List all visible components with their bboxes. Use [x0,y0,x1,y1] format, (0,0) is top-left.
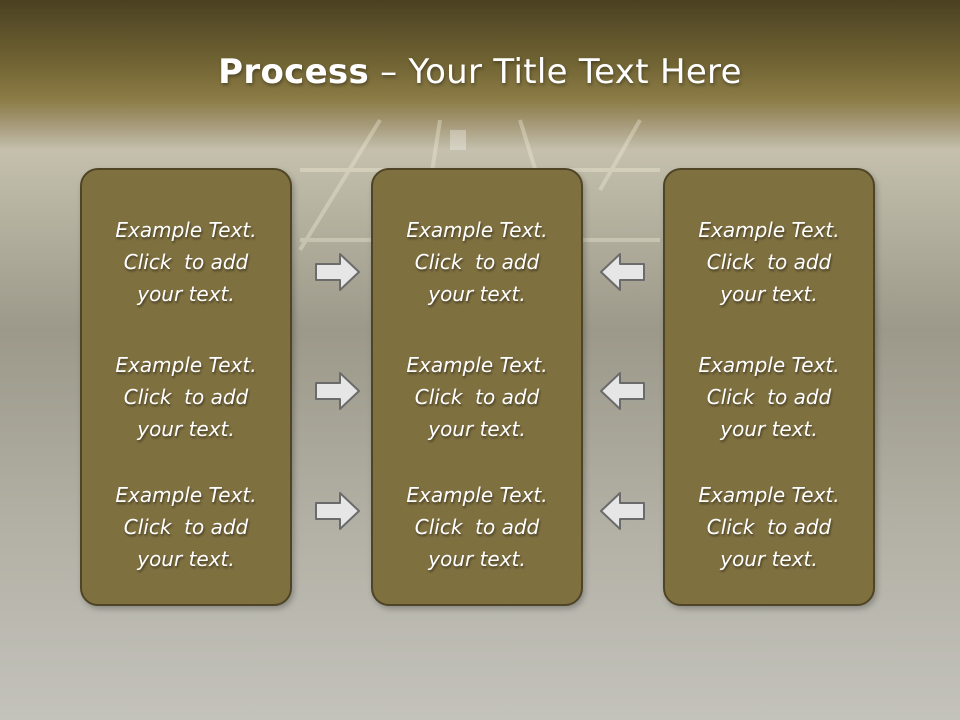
text-line: Example Text. [406,483,548,507]
text-line: Click to add [414,250,540,274]
text-line: Click to add [414,515,540,539]
text-line: Click to add [706,385,832,409]
text-item[interactable]: Example Text. Click to add your text. [82,214,290,310]
arrow-right-icon [315,372,360,410]
text-item[interactable]: Example Text. Click to add your text. [373,214,581,310]
text-line: your text. [720,547,818,571]
text-line: your text. [428,547,526,571]
title-bold: Process [218,52,370,92]
text-line: Example Text. [698,353,840,377]
text-line: your text. [137,282,235,306]
text-line: Click to add [123,515,249,539]
title-rest: – Your Title Text Here [369,52,742,92]
text-line: your text. [720,417,818,441]
text-item[interactable]: Example Text. Click to add your text. [665,214,873,310]
process-box-left[interactable]: Example Text. Click to add your text. Exam… [80,168,292,606]
process-box-right[interactable]: Example Text. Click to add your text. Exam… [663,168,875,606]
text-line: your text. [137,547,235,571]
text-item[interactable]: Example Text. Click to add your text. [665,479,873,575]
process-box-center[interactable]: Example Text. Click to add your text. Exam… [371,168,583,606]
text-line: Click to add [123,250,249,274]
text-item[interactable]: Example Text. Click to add your text. [373,349,581,445]
text-line: your text. [720,282,818,306]
arrow-left-icon [600,492,645,530]
text-line: your text. [428,282,526,306]
text-line: your text. [137,417,235,441]
text-line: Example Text. [115,483,257,507]
text-line: your text. [428,417,526,441]
text-line: Example Text. [115,218,257,242]
text-line: Example Text. [406,353,548,377]
text-item[interactable]: Example Text. Click to add your text. [82,479,290,575]
text-line: Click to add [706,515,832,539]
text-item[interactable]: Example Text. Click to add your text. [82,349,290,445]
arrow-right-icon [315,492,360,530]
text-line: Example Text. [698,218,840,242]
text-item[interactable]: Example Text. Click to add your text. [665,349,873,445]
slide-title: Process – Your Title Text Here [0,52,960,92]
text-line: Example Text. [115,353,257,377]
text-line: Click to add [123,385,249,409]
arrow-left-icon [600,372,645,410]
text-item[interactable]: Example Text. Click to add your text. [373,479,581,575]
arrow-left-icon [600,253,645,291]
text-line: Example Text. [698,483,840,507]
text-line: Click to add [414,385,540,409]
text-line: Example Text. [406,218,548,242]
arrow-right-icon [315,253,360,291]
text-line: Click to add [706,250,832,274]
